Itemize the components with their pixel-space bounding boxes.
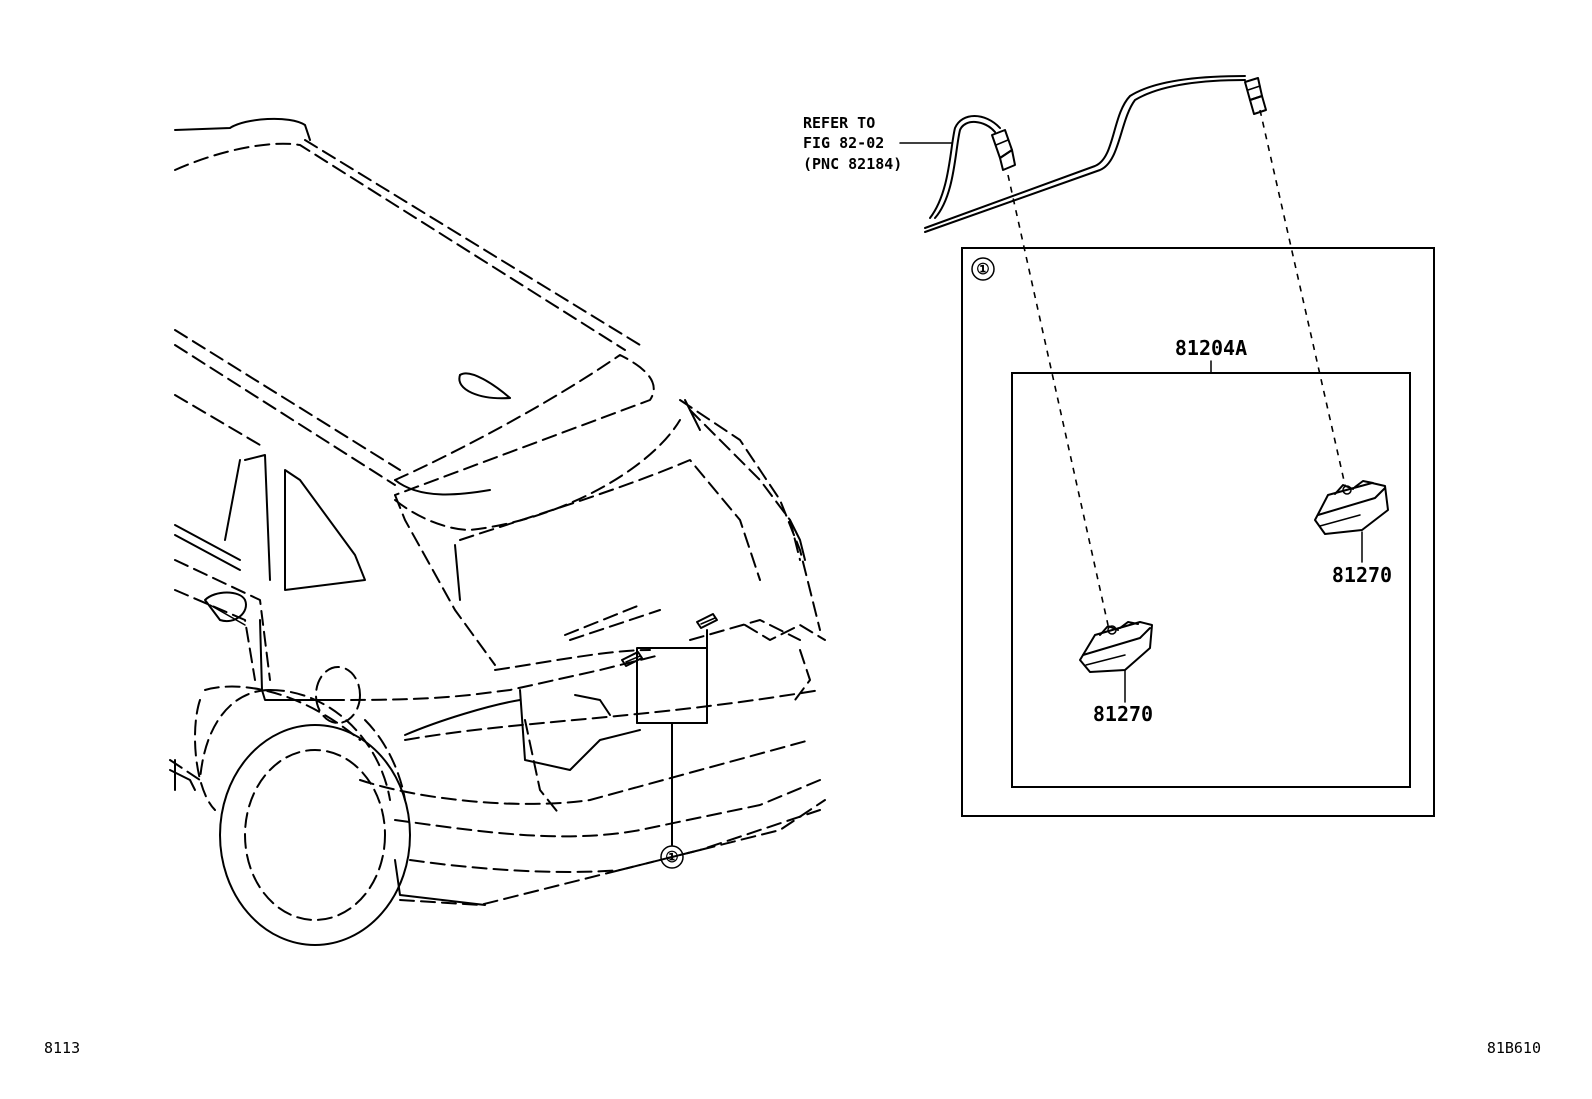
lamp-part-number-right: 81270	[1332, 563, 1392, 587]
license-lamp-icon	[1079, 621, 1153, 673]
vehicle-lamp-left-icon	[621, 651, 643, 667]
refer-note-line2: FIG 82-02	[803, 134, 884, 152]
parts-detail-outer-box	[961, 247, 1435, 817]
vehicle-callout-marker: ①	[660, 845, 684, 869]
assembly-part-number: 81204A	[1175, 336, 1247, 360]
connector-right-icon	[1244, 77, 1267, 115]
refer-note: REFER TO FIG 82-02 (PNC 82184)	[803, 114, 953, 173]
vehicle-rear-illustration	[169, 117, 826, 946]
license-lamp-icon	[1314, 480, 1389, 535]
refer-note-line1: REFER TO	[803, 114, 875, 132]
vehicle-callout-label: ①	[665, 848, 678, 866]
vehicle-lamp-right-icon	[696, 613, 718, 629]
connector-guide-right	[1259, 109, 1346, 486]
connector-left-icon	[991, 129, 1016, 171]
connector-guide-left	[1007, 174, 1109, 626]
footer-right-code: 81B610	[1487, 1039, 1541, 1057]
box-callout-label: ①	[976, 260, 989, 278]
box-callout-marker: ①	[971, 257, 995, 281]
lamp-part-number-left: 81270	[1093, 702, 1153, 726]
wire-harness	[924, 75, 1267, 233]
footer-left-code: 8113	[44, 1039, 80, 1057]
refer-note-line3: (PNC 82184)	[803, 155, 902, 173]
